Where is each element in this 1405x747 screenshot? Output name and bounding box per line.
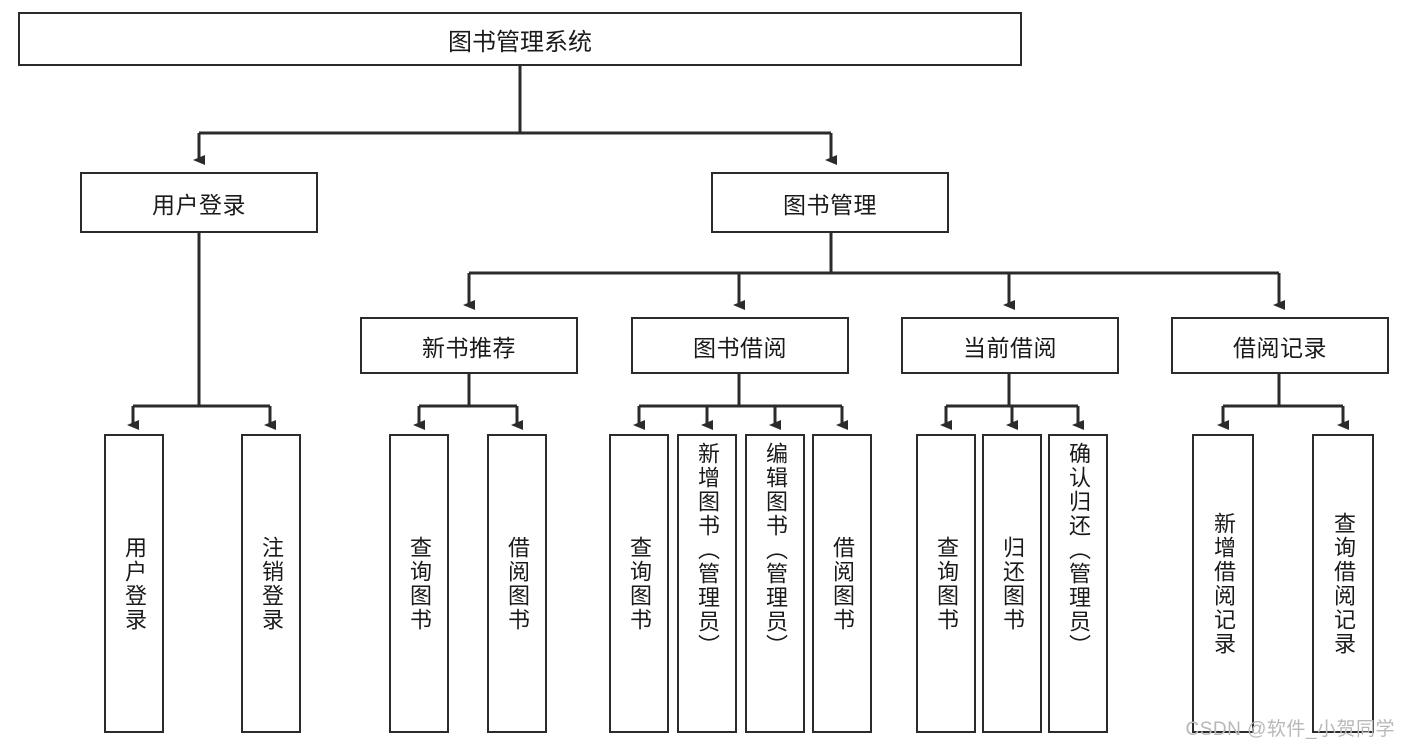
leaf-label: 编辑图书（管理员） [762,442,788,658]
node-label: 用户登录 [152,191,246,218]
leaf-label: 用户登录 [121,535,147,632]
node-label: 图书借阅 [693,334,787,361]
node-current-borrow[interactable]: 当前借阅 [901,317,1119,374]
leaf-label: 归还图书 [999,535,1025,632]
leaf-new-book-borrow-book[interactable]: 借阅图书 [487,434,547,733]
leaf-borrow-record-query-record[interactable]: 查询借阅记录 [1312,434,1374,733]
leaf-label: 查询借阅记录 [1330,511,1356,656]
leaf-label: 注销登录 [258,535,284,632]
leaf-current-borrow-return-book[interactable]: 归还图书 [982,434,1042,733]
node-book-borrow[interactable]: 图书借阅 [631,317,849,374]
node-root-library-system[interactable]: 图书管理系统 [18,12,1022,66]
leaf-label: 借阅图书 [829,535,855,632]
leaf-user-login-logout[interactable]: 注销登录 [241,434,301,733]
node-label: 新书推荐 [422,334,516,361]
leaf-book-borrow-query-book[interactable]: 查询图书 [609,434,669,733]
csdn-watermark: CSDN @软件_小贺同学 [1185,719,1395,740]
node-book-management[interactable]: 图书管理 [711,172,949,233]
leaf-label: 查询图书 [933,535,959,632]
node-label: 当前借阅 [963,334,1057,361]
leaf-borrow-record-add-record[interactable]: 新增借阅记录 [1192,434,1254,733]
node-label: 借阅记录 [1233,334,1327,361]
leaf-label: 新增图书（管理员） [694,442,720,658]
leaf-label: 查询图书 [626,535,652,632]
node-new-book-recommend[interactable]: 新书推荐 [360,317,578,374]
leaf-book-borrow-add-book-admin[interactable]: 新增图书（管理员） [677,434,737,733]
node-label: 图书管理系统 [448,28,592,56]
leaf-label: 借阅图书 [504,535,530,632]
node-user-login[interactable]: 用户登录 [80,172,318,233]
leaf-user-login-login[interactable]: 用户登录 [104,434,164,733]
leaf-book-borrow-edit-book-admin[interactable]: 编辑图书（管理员） [745,434,805,733]
leaf-book-borrow-borrow-book[interactable]: 借阅图书 [812,434,872,733]
leaf-label: 查询图书 [406,535,432,632]
leaf-label: 确认归还（管理员） [1065,442,1091,658]
leaf-new-book-query-book[interactable]: 查询图书 [389,434,449,733]
node-borrow-record[interactable]: 借阅记录 [1171,317,1389,374]
leaf-current-borrow-query-book[interactable]: 查询图书 [916,434,976,733]
leaf-label: 新增借阅记录 [1210,511,1236,656]
leaf-current-borrow-confirm-return-admin[interactable]: 确认归还（管理员） [1048,434,1108,733]
node-label: 图书管理 [783,191,877,218]
